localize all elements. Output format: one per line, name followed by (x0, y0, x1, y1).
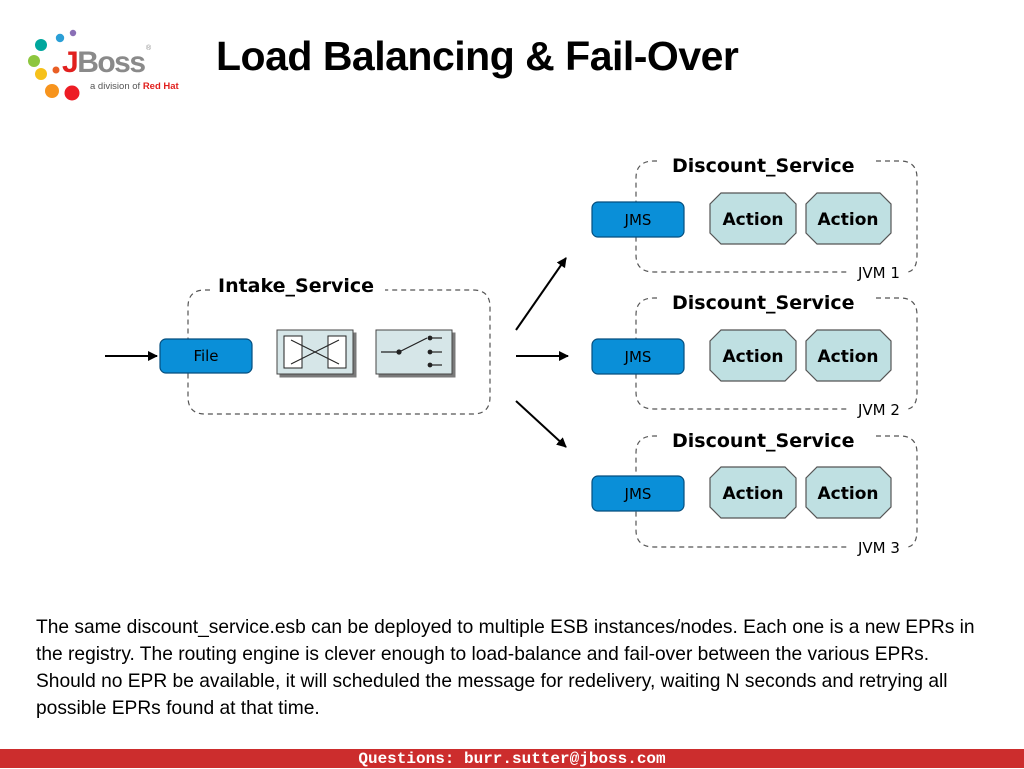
cross-transform-icon (276, 329, 354, 375)
jboss-logo: JBoss ® a division of Red Hat (28, 29, 180, 101)
route-arrow-jvm1 (515, 257, 567, 331)
file-endpoint-label: File (193, 347, 218, 365)
jms-endpoint-label-1: JMS (624, 211, 652, 229)
action-box-3-2 (805, 466, 892, 519)
intake-service-title: Intake_Service (218, 275, 374, 297)
router-switch-icon (375, 329, 453, 375)
logo-registered-mark: ® (146, 44, 152, 52)
jms-endpoint-box-1 (591, 201, 685, 238)
jms-endpoint-label-2: JMS (624, 348, 652, 366)
action-box-2-2 (805, 329, 892, 382)
footer-bar: Questions: burr.sutter@jboss.com (0, 749, 1024, 768)
logo-tagline-prefix: a division of (90, 81, 143, 92)
discount-service-group-3: Discount_Service JVM 3 JMS Action Action (591, 430, 918, 557)
footer-questions-contact: Questions: burr.sutter@jboss.com (358, 750, 666, 768)
jvm-label-2: JVM 2 (857, 401, 900, 419)
action-label-2-2: Action (818, 347, 879, 367)
jms-endpoint-box-2 (591, 338, 685, 375)
logo-brand-rest: Boss (77, 46, 145, 79)
jvm-label-3: JVM 3 (857, 539, 900, 557)
action-label-2-1: Action (723, 347, 784, 367)
intake-service-boundary (187, 289, 491, 415)
discount-service-boundary-2 (635, 297, 918, 410)
action-box-1-2 (805, 192, 892, 245)
file-endpoint-box (159, 338, 253, 374)
action-box-1-1 (709, 192, 797, 245)
action-box-3-1 (709, 466, 797, 519)
discount-service-boundary-1 (635, 160, 918, 273)
action-label-3-1: Action (723, 484, 784, 504)
action-label-3-2: Action (818, 484, 879, 504)
description-paragraph: The same discount_service.esb can be dep… (36, 617, 975, 719)
discount-service-group-1: Discount_Service JVM 1 JMS Action Action (591, 155, 918, 282)
svg-text:a division of Red Hat: a division of Red Hat (90, 81, 180, 92)
jvm-label-1: JVM 1 (857, 264, 900, 282)
action-label-1-1: Action (723, 210, 784, 230)
logo-dots (28, 29, 80, 101)
route-arrow-jvm3 (515, 400, 567, 448)
discount-service-group-2: Discount_Service JVM 2 JMS Action Action (591, 292, 918, 419)
discount-service-title-3: Discount_Service (672, 430, 855, 452)
svg-text:JBoss: JBoss (62, 46, 145, 79)
action-box-2-1 (709, 329, 797, 382)
jms-endpoint-label-3: JMS (624, 485, 652, 503)
discount-service-title-2: Discount_Service (672, 292, 855, 314)
jms-endpoint-box-3 (591, 475, 685, 512)
discount-service-boundary-3 (635, 435, 918, 548)
logo-tagline-brand: Red Hat (143, 81, 180, 92)
slide-title: Load Balancing & Fail-Over (216, 33, 739, 79)
action-label-1-2: Action (818, 210, 879, 230)
load-balancing-diagram: Intake_Service File Disco (105, 155, 918, 557)
logo-brand-j: J (62, 46, 77, 79)
discount-service-title-1: Discount_Service (672, 155, 855, 177)
intake-service-group: Intake_Service File (105, 275, 491, 415)
